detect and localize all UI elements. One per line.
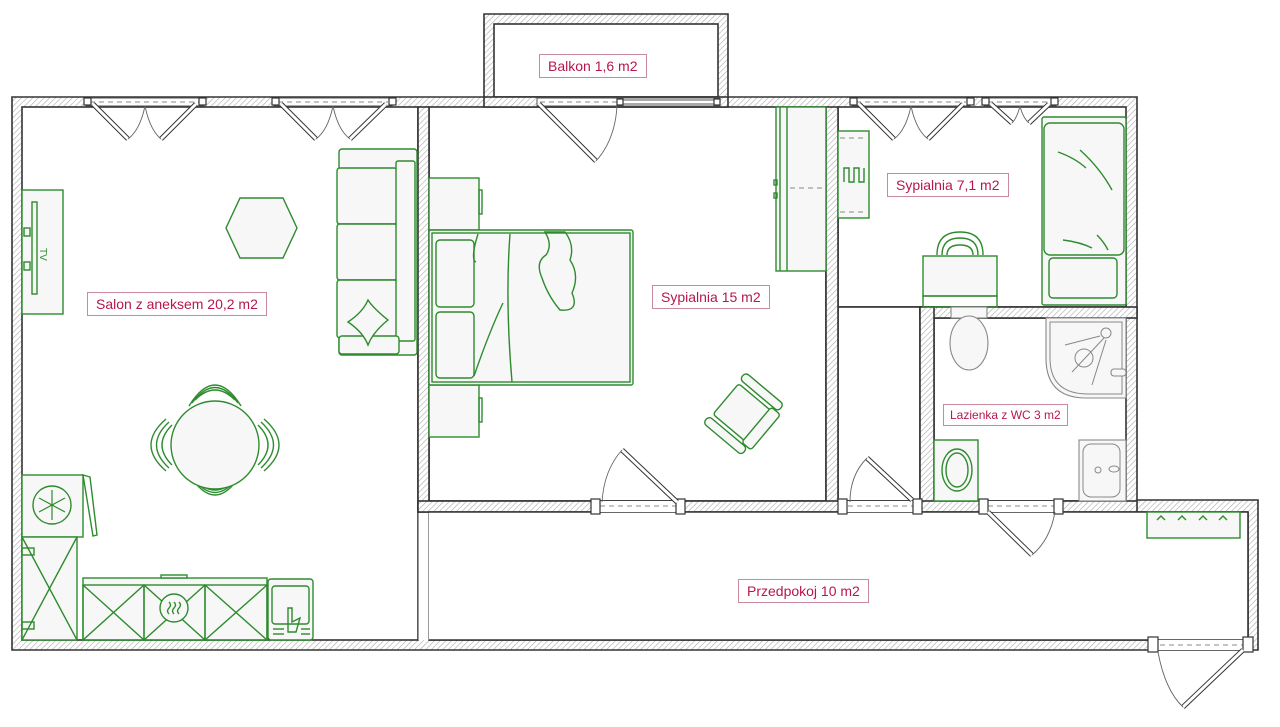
tv-stand [21, 189, 64, 315]
double-bed [428, 229, 634, 386]
room-label-hallway: Przedpokoj 10 m2 [738, 579, 869, 603]
tv-label: TV [37, 248, 48, 261]
toilet [949, 315, 989, 371]
doors [590, 448, 1254, 709]
living-room-furniture: TV [21, 148, 418, 641]
dining-table [170, 400, 260, 490]
shower [1045, 317, 1127, 399]
nightstand-bottom [428, 384, 480, 438]
small-bedroom-furniture [837, 116, 1127, 308]
room-label-bathroom: Lazienka z WC 3 m2 [943, 404, 1068, 426]
hallway-furniture [1146, 511, 1241, 539]
room-label-main-bedroom: Sypialnia 15 m2 [652, 285, 770, 309]
room-label-small-bedroom: Sypialnia 7,1 m2 [887, 173, 1009, 197]
shoe-cabinet [1146, 511, 1241, 539]
main-bedroom-furniture [428, 177, 634, 438]
room-label-living-room: Salon z aneksem 20,2 m2 [87, 292, 267, 316]
armchair [704, 373, 783, 455]
nightstand-top [428, 177, 480, 231]
windows [83, 97, 1059, 163]
bathroom-fixtures [933, 306, 1127, 502]
hexagon-pouf [225, 197, 298, 259]
desk [922, 255, 998, 297]
room-label-balcony: Balkon 1,6 m2 [539, 54, 647, 78]
wardrobe [773, 106, 827, 272]
wardrobe-body [775, 106, 827, 272]
kitchen-sink [267, 578, 314, 641]
